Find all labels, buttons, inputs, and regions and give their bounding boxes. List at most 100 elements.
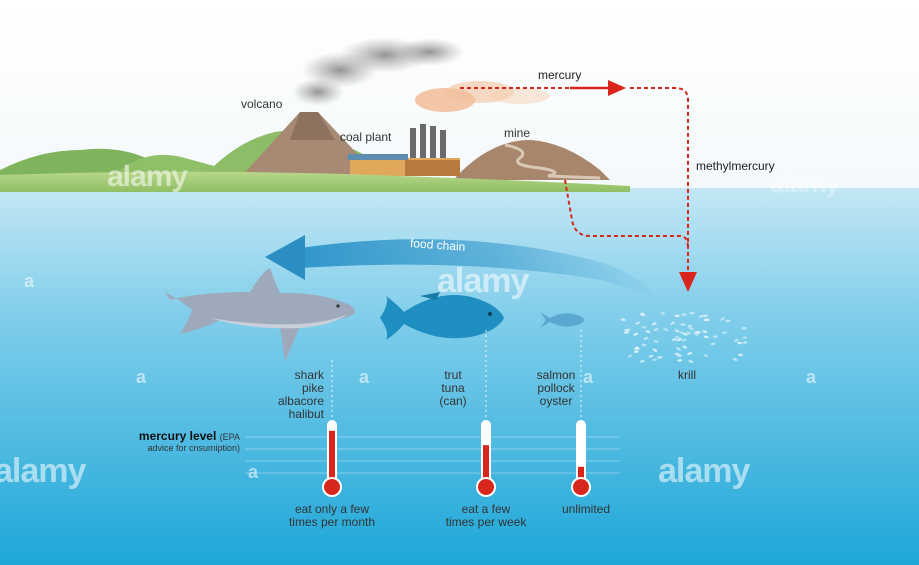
krill-dot	[688, 327, 694, 330]
krill-dot	[645, 330, 651, 334]
thermometer-fill	[578, 466, 584, 484]
krill-dot	[670, 321, 675, 325]
species-item: pollock	[537, 381, 575, 395]
species-item: oyster	[539, 394, 573, 408]
krill-dot	[639, 359, 645, 363]
volcano-label: volcano	[241, 97, 283, 111]
advice-high: eat only a few times per month	[272, 503, 392, 529]
watermark: alamy	[658, 452, 750, 490]
watermark-letter: a	[583, 367, 594, 387]
mine-label: mine	[504, 126, 531, 140]
krill-dot	[639, 312, 645, 316]
krill-dot	[703, 354, 709, 357]
krill-dot	[742, 341, 748, 344]
advice-medium: eat a few times per week	[430, 503, 542, 529]
krill-dot	[677, 359, 683, 362]
krill-dot	[648, 354, 654, 358]
krill-dot	[703, 335, 709, 339]
species-list-high: shark pike albacore halibut	[272, 369, 324, 421]
krill-dot	[633, 350, 639, 354]
advice-line: eat a few	[461, 502, 511, 516]
level-scale-lines	[245, 436, 620, 474]
krill-dot	[686, 331, 692, 335]
mercury-arrowhead	[608, 80, 626, 96]
krill-dot	[702, 330, 708, 333]
methylmercury-arrowhead	[679, 272, 697, 292]
food-chain-arrow	[265, 235, 660, 300]
krill-dot	[674, 329, 680, 333]
species-item: pike	[301, 381, 324, 395]
krill-dot	[703, 318, 709, 322]
advice-line: times per month	[288, 515, 376, 529]
species-item: salmon	[536, 368, 576, 382]
krill-dot	[738, 353, 743, 357]
krill-dot	[720, 317, 726, 321]
mine-illustration	[455, 140, 610, 180]
mercury-flow-arrows	[460, 80, 697, 292]
krill-dot	[721, 331, 727, 334]
coal-plant-illustration	[348, 81, 550, 176]
epa-note: advice for cnsumiption)	[147, 443, 240, 453]
krill-dot	[682, 345, 688, 349]
thermometer-low	[571, 420, 591, 497]
krill-dot	[641, 325, 647, 329]
krill-dot	[627, 354, 633, 358]
krill-dot	[652, 348, 658, 352]
species-item: tuna	[441, 381, 465, 395]
watermark: alamy	[770, 168, 840, 198]
thermometer-bulb	[478, 479, 494, 495]
krill-dot	[676, 347, 682, 351]
krill-dot	[653, 340, 659, 343]
krill-dot	[742, 336, 748, 339]
volcano-illustration	[240, 37, 464, 178]
watermark-letter: a	[806, 367, 817, 387]
thermometer-bulb	[573, 479, 589, 495]
krill-dot	[660, 312, 666, 315]
advice-line: eat only a few	[294, 502, 370, 516]
mercury-label: mercury	[538, 68, 582, 82]
mercury-level-legend: mercury level (EPA advice for cnsumiptio…	[130, 429, 240, 454]
krill-dot	[687, 324, 693, 328]
krill-dot	[693, 332, 699, 336]
watermark-letter: a	[136, 367, 147, 387]
species-item: (can)	[439, 394, 467, 408]
krill-dot	[682, 332, 688, 336]
krill-dot	[657, 356, 663, 359]
krill-dot	[633, 332, 639, 336]
krill-dot	[687, 352, 693, 355]
coal-plant-label: coal plant	[340, 130, 392, 144]
advice-line: unlimited	[561, 502, 611, 516]
krill-dot	[663, 327, 669, 332]
watermark: alamy	[437, 262, 529, 300]
watermark: alamy	[107, 160, 188, 193]
krill-dot	[733, 357, 738, 361]
methylmercury-label: methylmercury	[696, 159, 775, 173]
krill-dot	[641, 343, 647, 347]
krill-swarm-icon	[620, 311, 748, 363]
mercury-level-title: mercury level	[138, 429, 217, 443]
krill-dot	[635, 321, 641, 325]
tuna-icon	[380, 292, 504, 340]
watermark-letter: a	[248, 462, 259, 482]
krill-dot	[643, 336, 649, 341]
krill-dot	[676, 338, 682, 342]
krill-dot	[674, 352, 680, 356]
species-list-low: salmon pollock oyster	[532, 369, 580, 408]
advice-low: unlimited	[548, 503, 624, 516]
krill-dot	[672, 338, 677, 341]
species-item: halibut	[288, 407, 324, 421]
krill-dot	[651, 322, 657, 326]
krill-dot	[710, 342, 716, 346]
species-item: albacore	[277, 394, 324, 408]
krill-dot	[624, 328, 629, 333]
advice-line: times per week	[445, 515, 527, 529]
thermometer-fill	[329, 430, 335, 484]
watermark-letter: a	[24, 271, 35, 291]
thermometer-medium	[476, 420, 496, 497]
krill-dot	[620, 318, 626, 321]
krill-dot	[676, 354, 682, 357]
krill-dot	[689, 311, 695, 315]
krill-dot	[712, 335, 718, 338]
krill-dot	[695, 330, 701, 334]
